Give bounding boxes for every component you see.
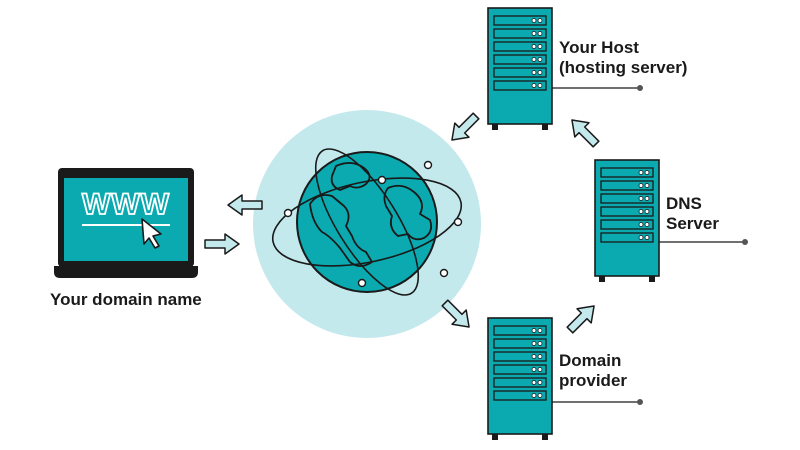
laptop-screen [64,178,188,261]
globe-icon [271,148,463,296]
domain-name-label: Your domain name [50,290,202,309]
cursor-icon [141,218,162,249]
laptop-icon: WWW [54,168,198,278]
arrow-provider-to-dns-icon [562,298,602,338]
provider-label: Domain provider [559,351,628,390]
dns-label: DNS Server [666,194,719,233]
www-text: WWW [82,188,170,221]
arrow-host-to-globe-icon [444,108,484,148]
laptop-base [54,266,198,278]
arrow-to-globe-icon [204,233,240,255]
host-server-icon [487,7,643,131]
dns-server-icon [594,159,748,283]
host-label: Your Host (hosting server) [559,38,688,77]
arrow-dns-to-host-icon [564,112,604,152]
provider-server-icon [487,317,643,441]
